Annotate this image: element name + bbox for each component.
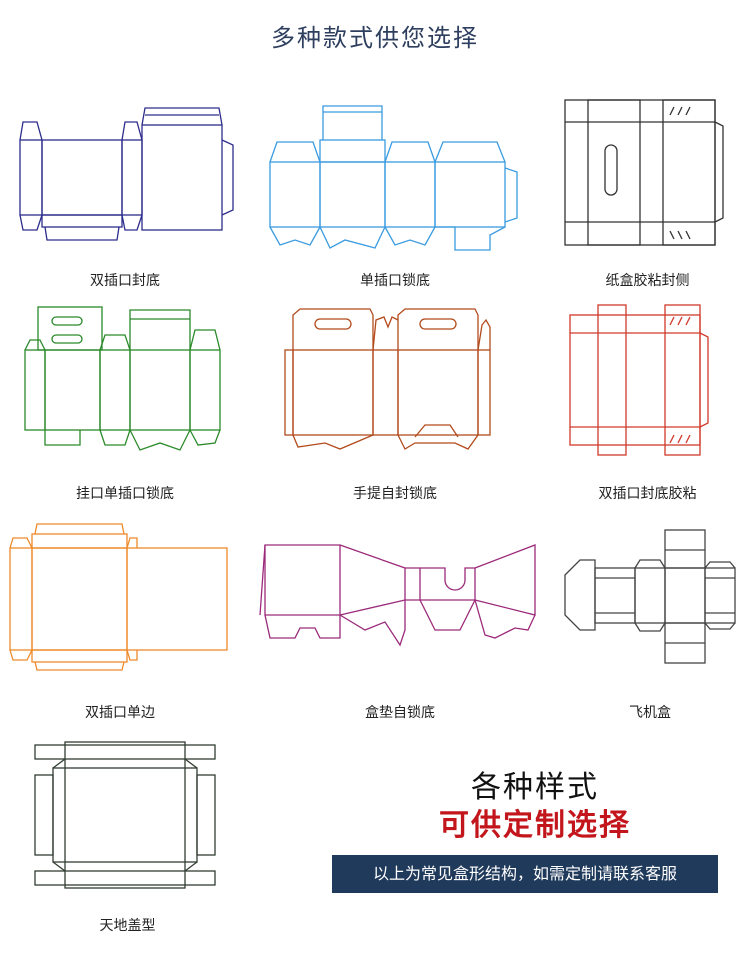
die-line-double-tuck bbox=[19, 107, 234, 241]
caption: 纸盒胶粘封侧 bbox=[605, 273, 690, 289]
caption: 盒垫自锁底 bbox=[365, 705, 435, 721]
die-line-lid-base bbox=[34, 741, 216, 889]
die-line-glued-side bbox=[564, 99, 724, 246]
contact-banner: 以上为常见盒形结构，如需定制请联系客服 bbox=[332, 855, 718, 893]
promo-headline: 各种样式 bbox=[471, 770, 599, 805]
box-glued-side: 纸盒胶粘封侧 bbox=[560, 99, 735, 300]
die-line-single-tuck bbox=[269, 105, 518, 251]
die-line-double-tuck-glued bbox=[569, 304, 709, 456]
die-line-handle bbox=[284, 308, 491, 450]
box-lid-and-base: 天地盖型 bbox=[30, 740, 225, 940]
promo-subheadline: 可供定制选择 bbox=[439, 808, 631, 843]
box-double-tuck-glued: 双插口封底胶粘 bbox=[560, 304, 735, 505]
die-line-mailer bbox=[564, 529, 736, 664]
caption: 挂口单插口锁底 bbox=[76, 486, 174, 502]
die-line-hang-tab bbox=[24, 306, 221, 451]
caption: 手提自封锁底 bbox=[353, 486, 437, 502]
box-mailer: 飞机盒 bbox=[560, 520, 740, 730]
box-double-tuck-single-side: 双插口单边 bbox=[5, 520, 235, 730]
box-hang-tab-single-tuck: 挂口单插口锁底 bbox=[20, 305, 230, 505]
caption: 双插口封底 bbox=[90, 273, 160, 289]
caption: 飞机盒 bbox=[629, 705, 671, 721]
die-line-double-tuck-single bbox=[9, 523, 228, 671]
caption: 天地盖型 bbox=[99, 918, 156, 934]
box-double-tuck-bottom: 双插口封底 bbox=[15, 100, 235, 300]
caption: 单插口锁底 bbox=[360, 273, 430, 289]
box-handle-self-lock: 手提自封锁底 bbox=[280, 305, 510, 505]
caption: 双插口单边 bbox=[85, 705, 155, 721]
page-title: 多种款式供您选择 bbox=[271, 24, 479, 52]
box-pad-self-lock: 盒垫自锁底 bbox=[259, 520, 540, 730]
caption: 双插口封底胶粘 bbox=[598, 486, 697, 502]
die-line-pad-self-lock bbox=[259, 544, 536, 647]
box-single-tuck-lock-bottom: 单插口锁底 bbox=[265, 100, 525, 300]
